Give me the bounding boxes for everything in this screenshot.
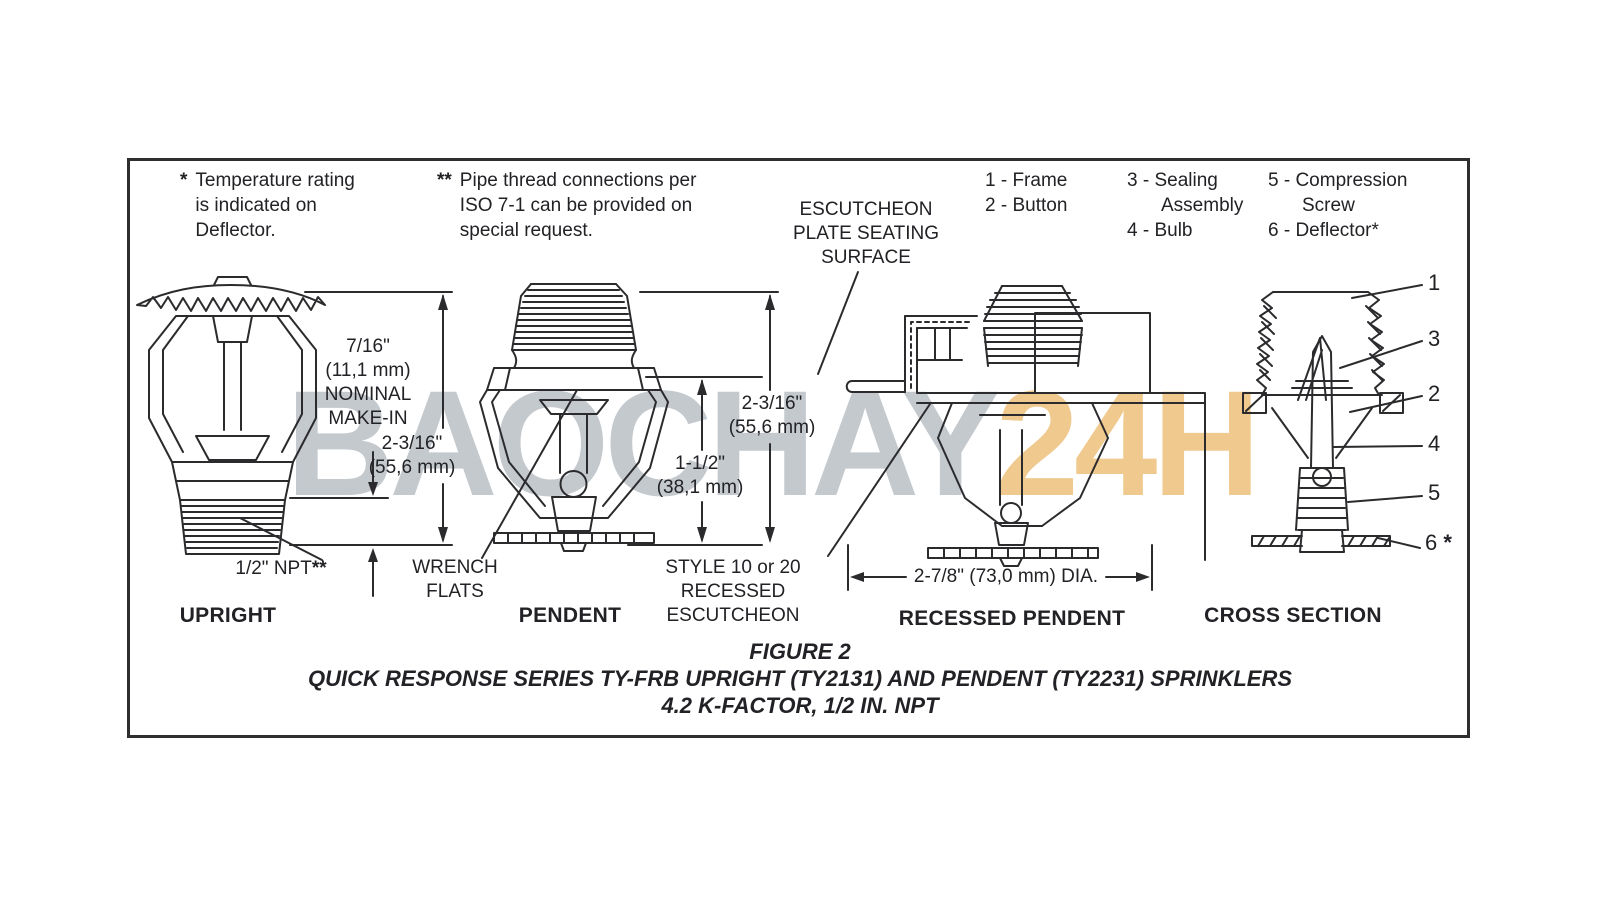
- pipe-note-line2: ISO 7-1 can be provided on: [459, 195, 693, 216]
- asterisk-marker: *: [180, 170, 188, 191]
- temperature-note-line2: is indicated on: [195, 195, 317, 216]
- figure-caption-line2: 4.2 K-FACTOR, 1/2 IN. NPT: [661, 693, 939, 718]
- escutcheon-leader-line: [817, 271, 859, 375]
- callout-6-asterisk: *: [1443, 530, 1452, 555]
- legend-item-compression: 5 - Compression: [1268, 170, 1408, 191]
- callout-2-button: 2: [1428, 381, 1441, 406]
- cross-section-drawing: [1242, 284, 1423, 553]
- upright-dimension-lines: [289, 291, 453, 597]
- makein-value-mm: (11,1 mm): [325, 360, 411, 381]
- legend-item-compression-line2: Screw: [1302, 195, 1355, 216]
- view-label-upright: UPRIGHT: [179, 604, 277, 627]
- npt-double-asterisk: **: [311, 558, 327, 579]
- style-label-line3: ESCUTCHEON: [666, 605, 800, 626]
- pendent-height-dimension: 2-3/16" (55,6 mm): [729, 392, 816, 440]
- pendent-height-mm: (55,6 mm): [728, 417, 816, 438]
- parts-legend-column-1: 1 - Frame 2 - Button: [985, 168, 1067, 218]
- pendent-partial-mm: (38,1 mm): [656, 477, 744, 498]
- nominal-makein-dimension: 7/16" (11,1 mm) NOMINAL MAKE-IN: [325, 335, 412, 431]
- legend-item-deflector: 6 - Deflector*: [1268, 220, 1379, 241]
- makein-word1: NOMINAL: [324, 384, 412, 405]
- dimension-arrowheads: [368, 294, 1150, 582]
- deflector-asterisk: *: [1371, 220, 1379, 241]
- style-label-line1: STYLE 10 or 20: [665, 557, 801, 578]
- pipe-thread-note: ** Pipe thread connections per ISO 7-1 c…: [437, 168, 696, 243]
- upright-height-in: 2-3/16": [381, 433, 443, 454]
- callout-3-sealing-assembly: 3: [1428, 326, 1441, 351]
- pendent-height-in: 2-3/16": [741, 393, 803, 414]
- parts-legend-column-3: 5 - Compression Screw 6 - Deflector*: [1268, 168, 1407, 243]
- escutcheon-label-line3: SURFACE: [821, 247, 911, 268]
- figure-border: [127, 158, 1470, 738]
- pendent-partial-dimension: 1-1/2" (38,1 mm): [657, 452, 744, 500]
- pipe-note-line1: Pipe thread connections per: [459, 170, 697, 191]
- callout-4-bulb: 4: [1428, 431, 1441, 456]
- parts-legend-column-2: 3 - Sealing Assembly 4 - Bulb: [1127, 168, 1243, 243]
- pipe-note-line3: special request.: [459, 220, 593, 241]
- view-label-recessed-pendent: RECESSED PENDENT: [898, 607, 1126, 630]
- pendent-partial-in: 1-1/2": [674, 453, 726, 474]
- legend-item-sealing: 3 - Sealing: [1127, 170, 1218, 191]
- legend-item-bulb: 4 - Bulb: [1127, 220, 1193, 241]
- callout-1-frame: 1: [1428, 270, 1441, 295]
- upright-sprinkler-drawing: [136, 276, 326, 561]
- style-escutcheon-label: STYLE 10 or 20 RECESSED ESCUTCHEON: [665, 556, 800, 628]
- legend-item-sealing-line2: Assembly: [1161, 195, 1244, 216]
- makein-value-in: 7/16": [346, 336, 390, 357]
- legend-item-frame: 1 - Frame: [985, 170, 1068, 191]
- recessed-diameter-dimension: 2-7/8" (73,0 mm) DIA.: [913, 566, 1099, 587]
- npt-thread-label: 1/2" NPT**: [235, 558, 327, 579]
- wrench-flats-label: WRENCH FLATS: [412, 556, 498, 604]
- escutcheon-seating-label: ESCUTCHEON PLATE SEATING SURFACE: [793, 198, 939, 270]
- style-label-line2: RECESSED: [680, 581, 786, 602]
- figure-number: FIGURE 2: [749, 639, 851, 664]
- figure-caption: FIGURE 2 QUICK RESPONSE SERIES TY-FRB UP…: [0, 638, 1600, 719]
- makein-word2: MAKE-IN: [328, 408, 408, 429]
- temperature-note-line1: Temperature rating: [195, 170, 355, 191]
- double-asterisk-marker: **: [437, 170, 452, 191]
- wrench-flats-line2: FLATS: [426, 581, 484, 602]
- figure-caption-line1: QUICK RESPONSE SERIES TY-FRB UPRIGHT (TY…: [307, 666, 1293, 691]
- upright-height-mm: (55,6 mm): [368, 457, 456, 478]
- pendent-sprinkler-drawing: [479, 283, 669, 559]
- wrench-flats-line1: WRENCH: [412, 557, 498, 578]
- callout-6-deflector: 6 *: [1425, 530, 1452, 555]
- temperature-note-line3: Deflector.: [195, 220, 276, 241]
- view-label-pendent: PENDENT: [518, 604, 622, 627]
- recessed-dimension-lines: [847, 544, 1153, 591]
- legend-item-button: 2 - Button: [985, 195, 1068, 216]
- escutcheon-label-line2: PLATE SEATING: [792, 223, 940, 244]
- temperature-note: * Temperature rating is indicated on Def…: [180, 168, 355, 243]
- recessed-pendent-drawing: [827, 285, 1206, 567]
- escutcheon-label-line1: ESCUTCHEON: [799, 199, 933, 220]
- callout-5-compression-screw: 5: [1428, 480, 1441, 505]
- view-label-cross-section: CROSS SECTION: [1204, 604, 1382, 627]
- upright-height-dimension: 2-3/16" (55,6 mm): [369, 432, 456, 480]
